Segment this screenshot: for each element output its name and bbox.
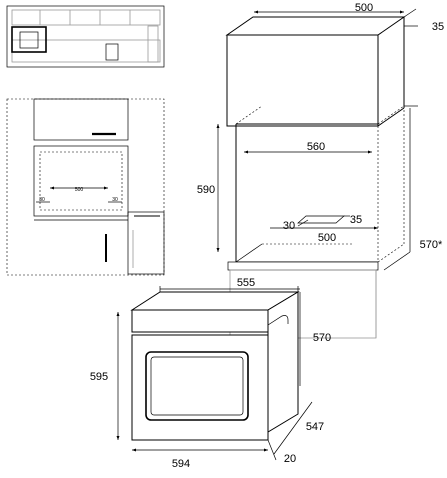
oven-height-label: 595 — [90, 371, 108, 383]
oven-front-depth-label: 20 — [284, 453, 296, 465]
sketch-right-gap-label: 30 — [112, 197, 118, 203]
thumbnail-highlight-frame — [11, 26, 47, 53]
niche-width-label: 560 — [307, 141, 325, 153]
kitchen-thumbnail — [6, 5, 165, 68]
niche-height-label: 590 — [197, 184, 215, 196]
vent-offset-label: 30 — [283, 220, 295, 232]
oven-top-width-label: 555 — [237, 277, 255, 289]
oven-drawing: 555 570 595 594 547 20 — [90, 277, 331, 470]
niche-sketch: 500 30 30 — [6, 98, 165, 276]
cabinet-drawing: 500 35 560 590 30 35 500 570* — [197, 2, 444, 339]
sketch-width-label: 500 — [75, 187, 84, 193]
sketch-left-gap-label: 30 — [39, 197, 45, 203]
oven-depth-label: 547 — [306, 421, 324, 433]
niche-bottom-width-label: 500 — [318, 232, 336, 244]
cabinet-top-offset-label: 35 — [432, 21, 444, 33]
cabinet-top-width-label: 500 — [355, 2, 373, 14]
oven-side-depth-label: 570 — [313, 332, 331, 344]
niche-depth-label: 570* — [420, 239, 443, 251]
vent-depth-label: 35 — [350, 214, 362, 226]
oven-width-label: 594 — [172, 458, 190, 470]
